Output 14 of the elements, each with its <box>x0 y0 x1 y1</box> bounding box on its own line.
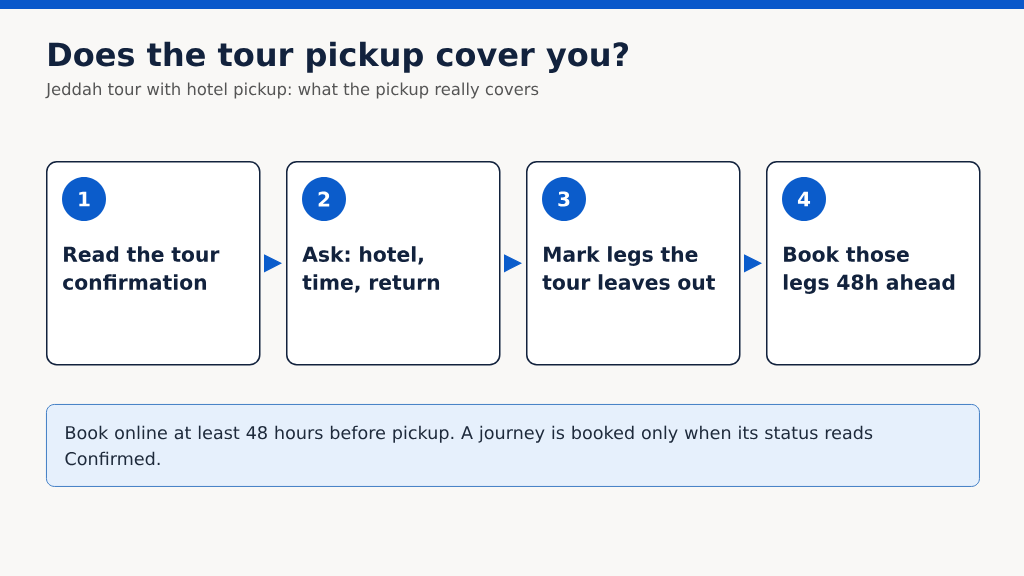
title: Does the tour pickup cover you? <box>49 41 629 73</box>
number-badge: 3 <box>542 177 586 221</box>
subtitle: Jeddah tour with hotel pickup: what the pickup really covers <box>45 82 539 99</box>
arrow <box>503 254 522 273</box>
step-title: Mark legs the tour leaves out <box>542 246 715 290</box>
number-badge: 1 <box>62 177 106 221</box>
note-box: Book online at least 48 hours before pickup. A journey is booked only when its status reads Confirmed. <box>46 404 980 487</box>
step-title: Ask: hotel, time, return <box>302 246 440 293</box>
number-badge: 2 <box>302 177 346 221</box>
step-title: Read the tour confirmation <box>63 246 220 290</box>
arrow <box>743 254 762 273</box>
number-badge: 4 <box>782 177 826 221</box>
step-title: Book those legs 48h ahead <box>783 246 955 294</box>
arrow <box>263 254 282 273</box>
